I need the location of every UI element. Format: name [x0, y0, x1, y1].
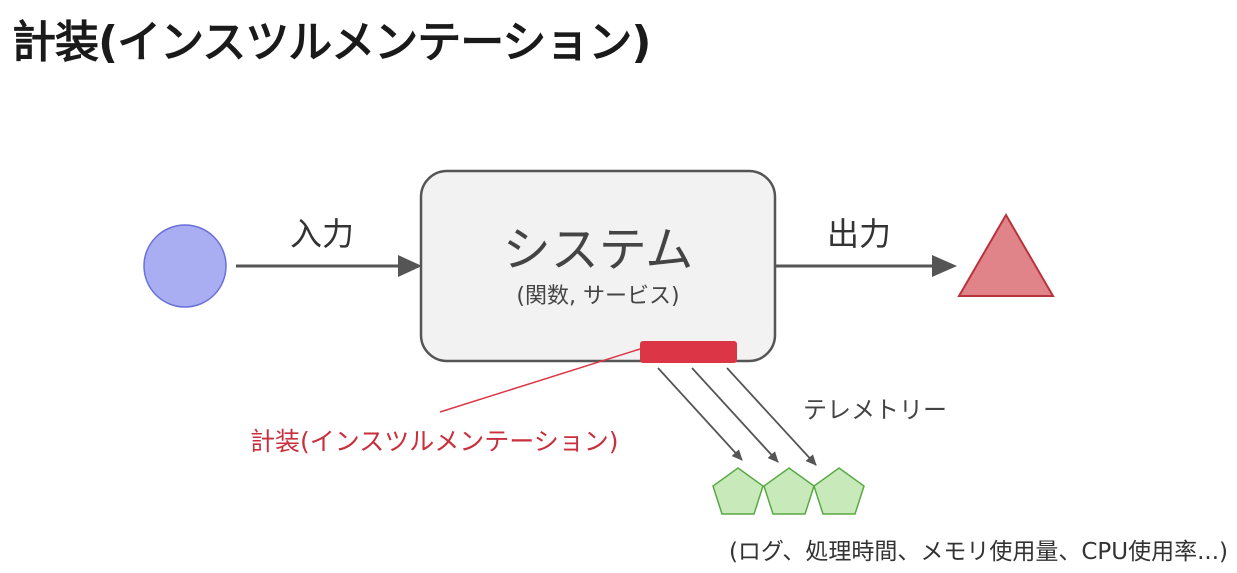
input-arrow-head	[398, 255, 422, 277]
system-title: システム	[503, 222, 694, 278]
instrumentation-callout-line	[439, 348, 641, 413]
telemetry-label: テレメトリー	[803, 396, 947, 424]
output-triangle	[957, 213, 1055, 297]
telemetry-pentagon-3	[813, 467, 865, 515]
system-box	[419, 169, 777, 363]
telemetry-arrow-2	[691, 367, 779, 463]
output-arrow-head	[932, 255, 957, 277]
telemetry-arrow-1	[657, 367, 743, 461]
telemetry-examples: (ログ、処理時間、メモリ使用量、CPU使用率...)	[729, 539, 1228, 565]
page-title: 計装(インスツルメンテーション)	[12, 17, 651, 68]
telemetry-arrow-3	[726, 367, 817, 466]
telemetry-pentagon-1	[712, 467, 764, 515]
telemetry-pentagon-2	[763, 467, 815, 515]
output-label: 出力	[827, 215, 891, 253]
input-circle	[143, 224, 227, 308]
instrumentation-bar	[640, 341, 737, 363]
input-label: 入力	[290, 215, 354, 253]
system-subtitle: (関数, サービス)	[516, 284, 679, 309]
instrumentation-label: 計装(インスツルメンテーション)	[250, 427, 619, 456]
